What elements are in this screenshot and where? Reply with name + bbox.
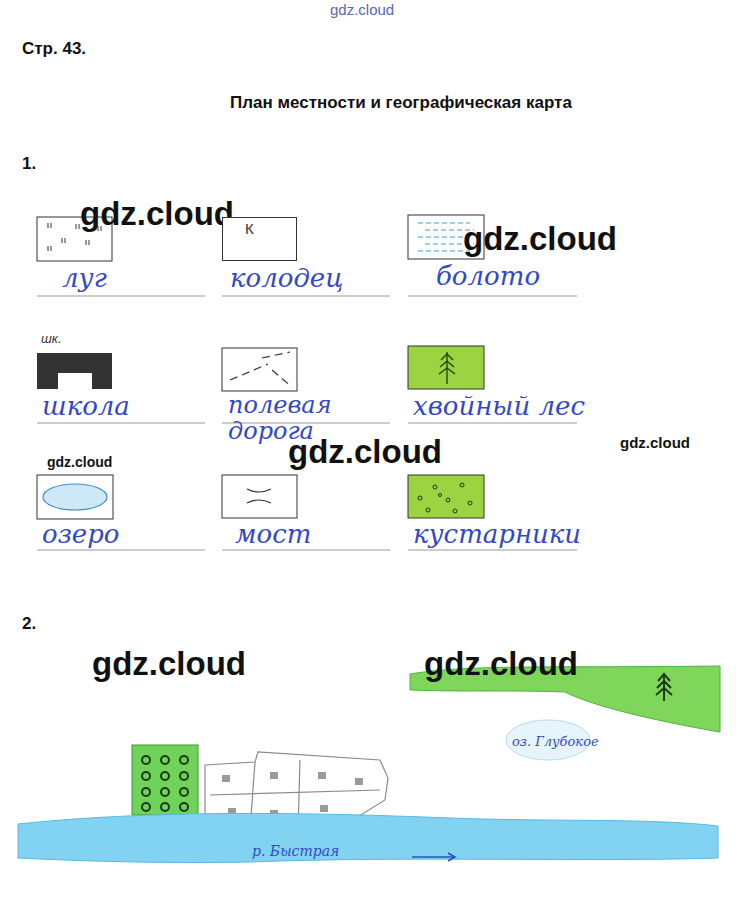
node-text: К	[245, 221, 254, 238]
river-name: р. Быстрая	[252, 844, 339, 859]
symbol-name: хвойный лес	[413, 392, 585, 421]
school-box: шк.	[37, 330, 112, 389]
node-text: шк.	[41, 332, 62, 346]
symbol-name: озеро	[42, 520, 120, 549]
watermark: gdz.cloud	[620, 435, 690, 452]
bridge-symbol	[222, 475, 297, 518]
symbol-name: колодец	[230, 264, 343, 293]
watermark: gdz.cloud	[80, 196, 234, 232]
watermark: gdz.cloud	[463, 221, 617, 257]
watermark: gdz.cloud	[47, 455, 112, 470]
symbol-name: мост	[235, 520, 311, 549]
lake-name: оз. Глубокое	[512, 735, 599, 749]
task-number: 2.	[22, 615, 36, 634]
field-road-symbol	[222, 348, 297, 391]
symbol-name: болото	[436, 262, 540, 291]
watermark: gdz.cloud	[424, 646, 578, 682]
school-symbol	[37, 353, 112, 389]
watermark: gdz.cloud	[92, 646, 246, 682]
page-number: Стр. 43.	[22, 40, 86, 59]
shrubs-symbol	[408, 475, 484, 518]
task-number: 1.	[22, 155, 36, 174]
underlines	[37, 296, 577, 550]
well-box: К	[222, 217, 297, 261]
watermark: gdz.cloud	[330, 2, 394, 19]
conifer-forest-symbol	[408, 346, 484, 389]
lake-symbol	[37, 475, 113, 519]
symbol-name: школа	[42, 392, 130, 421]
watermark: gdz.cloud	[288, 434, 442, 470]
symbol-name: луг	[62, 264, 107, 293]
page-title: План местности и географическая карта	[230, 94, 572, 113]
symbol-name: кустарники	[413, 520, 581, 549]
terrain-sketch	[18, 666, 720, 863]
